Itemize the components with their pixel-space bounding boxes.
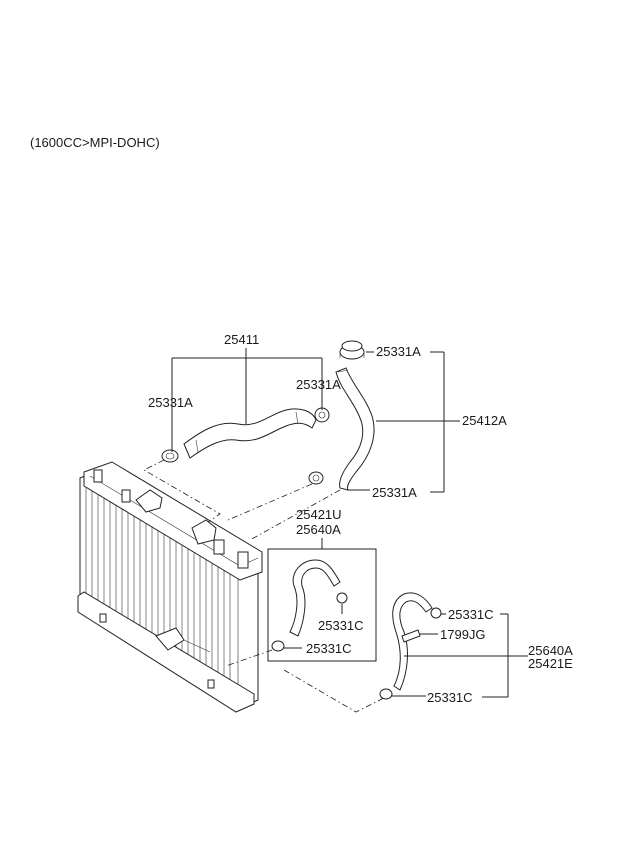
callout-25640a-right: 25640A [528,643,573,658]
boxed-hose [289,559,341,637]
callout-25331c-box-lower: 25331C [306,641,352,656]
callout-25411: 25411 [224,332,259,347]
callout-25331c-right-lower: 25331C [427,690,473,705]
hose-clamp-box-lower [271,640,285,652]
leader-lines [171,348,528,698]
callout-25331c-right-upper: 25331C [448,607,494,622]
hose-clamp-right-upper [430,607,442,619]
callout-25412a: 25412A [462,413,507,428]
bypass-hose [392,592,433,691]
callout-25421e: 25421E [528,656,573,671]
hose-clamp-box-upper [336,592,348,604]
callout-25331a-left: 25331A [148,395,193,410]
assembly-reference-lines [143,459,385,713]
lower-radiator-hose [335,367,375,491]
callout-25331c-box-upper: 25331C [318,618,364,633]
callout-25331a-cap: 25331A [376,344,421,359]
radiator-cap [339,340,365,360]
pipe-fitting-1799jg [401,629,421,643]
callout-25640a-box: 25640A [296,522,341,537]
hose-clamp-right-lower [379,688,393,700]
callout-25421u: 25421U [296,507,342,522]
hose-clamp-upper-left [161,449,179,463]
hose-clamp-upper-right [314,407,330,423]
upper-radiator-hose [183,408,317,459]
callout-1799jg: 1799JG [440,627,486,642]
hose-clamp-lower-hose [308,471,324,485]
callout-25331a-lower: 25331A [372,485,417,500]
callout-25331a-upper-mid: 25331A [296,377,341,392]
engine-variant-label: (1600CC>MPI-DOHC) [30,135,160,150]
radiator-illustration [77,461,263,713]
